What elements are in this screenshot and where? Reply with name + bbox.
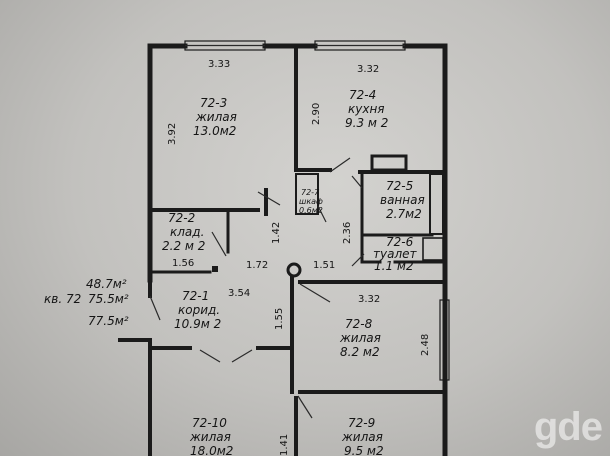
dimension-labels: 3.33 3.32 3.92 2.90 1.42 2.36 1.56 1.72 … — [167, 59, 431, 456]
room-72-2-type: клад. — [170, 225, 204, 239]
room-72-10-id: 72-10 — [192, 416, 227, 430]
room-72-3-area: 13.0м2 — [193, 124, 236, 138]
site-logo-text: gde — [533, 405, 603, 449]
dim-3-92: 3.92 — [167, 123, 178, 145]
room-72-1-type: корид. — [178, 303, 220, 317]
room-72-1-area: 10.9м 2 — [174, 317, 221, 331]
room-72-9-type: жилая — [341, 430, 383, 444]
room-72-3-id: 72-3 — [200, 96, 227, 110]
dim-1-51: 1.51 — [313, 260, 335, 271]
entrance-door-swing — [149, 295, 161, 321]
room-72-10-type: жилая — [189, 430, 231, 444]
bathtub — [429, 173, 444, 235]
wardrobe-72-7 — [295, 173, 319, 215]
room-72-7-id: 72-7 — [301, 188, 320, 197]
door-swing-72-3 — [257, 191, 281, 206]
room-72-7-type: шкаф — [299, 197, 323, 206]
room-72-2-area: 2.2 м 2 — [162, 239, 205, 253]
room-72-8-type: жилая — [339, 331, 381, 345]
room-72-4-id: 72-4 — [349, 88, 376, 102]
pillar — [212, 266, 218, 272]
room-72-4-type: кухня — [348, 102, 385, 116]
door-swing-72-4 — [329, 157, 351, 173]
living-area: 48.7м² — [86, 277, 127, 291]
dim-3-32-mid: 3.32 — [358, 294, 380, 305]
room-72-8-area: 8.2 м2 — [340, 345, 380, 359]
room-72-4-area: 9.3 м 2 — [345, 116, 388, 130]
dim-3-33: 3.33 — [208, 59, 230, 70]
room-72-3-type: жилая — [195, 110, 237, 124]
dim-1-56: 1.56 — [172, 258, 194, 269]
room-72-8-id: 72-8 — [345, 317, 373, 331]
dim-3-32-top: 3.32 — [357, 64, 379, 75]
site-logo: gde — [533, 405, 603, 450]
toilet-fixture — [422, 237, 444, 261]
dim-2-90: 2.90 — [311, 103, 322, 125]
window-72-8 — [439, 299, 450, 381]
dim-3-54: 3.54 — [228, 288, 250, 299]
room-72-7-area: 0.6м2 — [299, 206, 323, 215]
room-72-10-area: 18.0м2 — [190, 444, 233, 456]
room-72-5-id: 72-5 — [386, 179, 413, 193]
flat-label: кв. 72 — [44, 292, 81, 306]
walls — [118, 40, 450, 456]
door-swing-72-7 — [317, 205, 327, 223]
room-72-1-id: 72-1 — [182, 289, 209, 303]
column — [286, 262, 302, 278]
room-72-9-id: 72-9 — [348, 416, 375, 430]
door-swing-72-6 — [351, 253, 365, 267]
room-72-6-id: 72-6 — [386, 235, 414, 249]
room-72-2-id: 72-2 — [168, 211, 195, 225]
room-72-5-area: 2.7м2 — [386, 207, 422, 221]
door-swing-72-2 — [211, 231, 227, 257]
door-swing-72-10-right — [231, 349, 253, 363]
door-swing-72-5 — [351, 175, 363, 189]
room-72-6-type: туалет — [373, 247, 417, 261]
dim-1-42: 1.42 — [271, 222, 282, 244]
dim-2-48: 2.48 — [420, 334, 431, 356]
door-swing-72-10-left — [199, 349, 221, 363]
door-swing-72-9 — [297, 395, 313, 419]
total-with-balcony: 77.5м² — [88, 314, 129, 328]
left-wall-lower — [118, 338, 152, 456]
total-area: 75.5м² — [88, 292, 129, 306]
dim-2-36: 2.36 — [342, 222, 353, 244]
dim-1-41: 1.41 — [279, 434, 290, 456]
flat-summary: 48.7м² кв. 72 75.5м² 77.5м² — [44, 277, 129, 328]
door-swing-72-8 — [299, 283, 331, 303]
dim-1-55: 1.55 — [274, 308, 285, 330]
room-labels: 72-3 жилая 13.0м2 72-4 кухня 9.3 м 2 72-… — [162, 88, 425, 456]
room-72-9-area: 9.5 м2 — [344, 444, 384, 456]
dim-1-72: 1.72 — [246, 260, 268, 271]
room-72-5-type: ванная — [380, 193, 425, 207]
room-72-6-area: 1.1 м2 — [374, 259, 414, 273]
kitchen-stove — [370, 154, 408, 172]
